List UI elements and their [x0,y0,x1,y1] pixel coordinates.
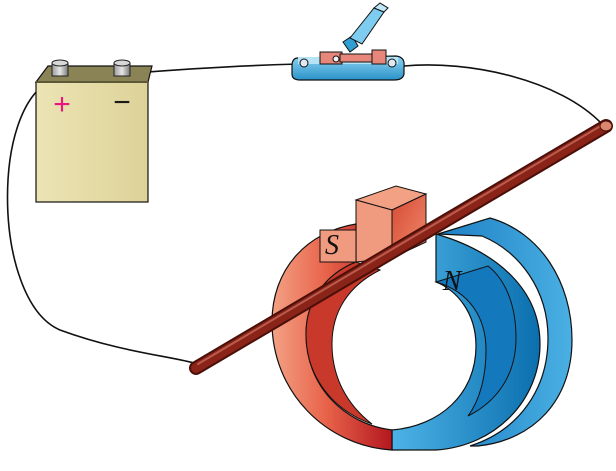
wire-battery-to-rod [6,77,199,365]
wire-switch-to-rod [403,64,603,125]
battery-terminal-negative [113,59,131,77]
switch-pivot [332,55,340,63]
magnet-south-label: S [325,230,339,261]
battery-body [35,81,149,203]
battery-terminal-positive [51,59,69,77]
magnet-south-face-overlay [319,229,357,263]
battery-icon: + − [34,59,153,203]
switch-icon [291,2,405,81]
battery-positive-label: + [53,88,71,121]
battery-negative-label: − [113,86,131,119]
switch-screw-left [299,58,309,68]
rod-end-cap [599,120,613,132]
magnet-north-side [437,217,573,447]
magnet-south-inner [305,261,382,425]
switch-screw-right [387,58,397,68]
conducting-rod [189,119,613,375]
magnet-north-label: N [442,266,463,297]
switch-contact-right [371,49,387,65]
switch-handle [342,2,389,53]
magnet-north-inner [434,265,517,417]
magnet-icon: S N [271,185,573,451]
